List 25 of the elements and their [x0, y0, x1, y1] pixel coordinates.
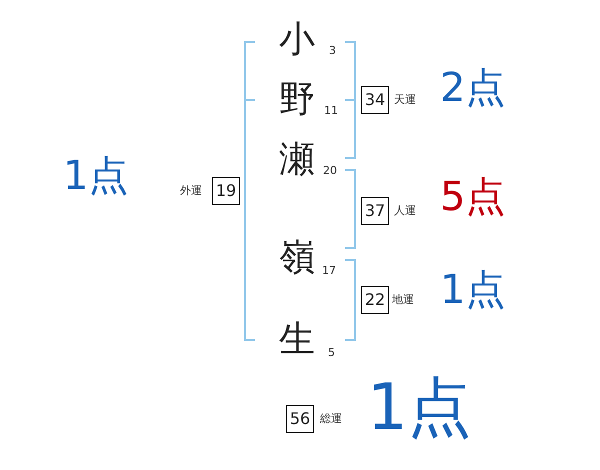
fortune-label: 総運 [320, 413, 342, 424]
stroke-count: 3 [329, 45, 336, 56]
name-character: 瀬 [279, 142, 315, 178]
stroke-count: 17 [322, 265, 336, 276]
score-text: 1点 [440, 270, 506, 310]
number-box: 56 [286, 405, 314, 433]
fortune-label: 天運 [394, 94, 416, 105]
fortune-label: 地運 [392, 294, 414, 305]
score-text: 1点 [63, 156, 128, 196]
number-box: 34 [361, 86, 389, 114]
name-character: 小 [279, 22, 315, 58]
score-text: 5点 [440, 177, 506, 217]
fortune-label: 人運 [394, 205, 416, 216]
score-text: 2点 [440, 68, 506, 108]
stroke-count: 11 [324, 105, 338, 116]
stroke-count: 5 [328, 347, 335, 358]
number-box: 22 [361, 286, 389, 314]
number-box: 19 [212, 177, 240, 205]
score-text: 1点 [367, 376, 472, 440]
name-character: 生 [279, 322, 315, 358]
number-box: 37 [361, 197, 389, 225]
fortune-label: 外運 [180, 185, 202, 196]
name-character: 嶺 [279, 240, 315, 276]
stroke-count: 20 [323, 165, 337, 176]
name-character: 野 [279, 82, 315, 118]
